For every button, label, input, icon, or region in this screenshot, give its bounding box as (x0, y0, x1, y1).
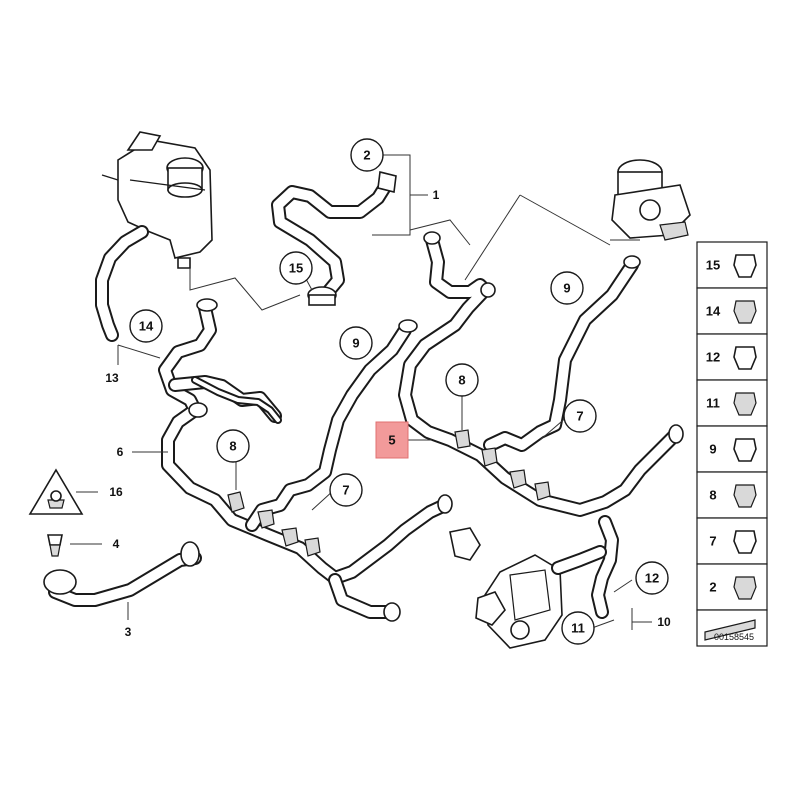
callout-14: 14 (129, 309, 163, 343)
callout-label: 10 (657, 615, 671, 629)
legend-label: 7 (709, 534, 716, 549)
callout-label: 8 (458, 373, 465, 388)
callout-label: 9 (563, 281, 570, 296)
callout-8: 8 (216, 429, 250, 463)
callout-circle (561, 611, 595, 645)
legend-box (696, 287, 768, 335)
callout-label: 13 (105, 371, 119, 385)
hose-assembly-6 (158, 298, 453, 622)
callout-5: 5 (375, 421, 409, 459)
callout-6: 6 (117, 445, 124, 459)
legend-label: 15 (706, 258, 720, 273)
callout-label: 1 (433, 188, 440, 202)
legend-part-icon (733, 300, 757, 324)
legend-part-icon (733, 530, 757, 554)
callout-9: 9 (550, 271, 584, 305)
legend-arrow-box (696, 609, 768, 647)
callout-label: 8 (229, 439, 236, 454)
parts-legend: 15 14 12 11 9 8 7 2 (696, 241, 768, 647)
legend-label: 8 (709, 488, 716, 503)
callout-label: 7 (576, 409, 583, 424)
thermostat-housing (611, 159, 691, 241)
callout-16: 16 (109, 485, 123, 499)
callout-label: 15 (289, 261, 303, 276)
hose-3 (43, 541, 202, 607)
callout-label: 6 (117, 445, 124, 459)
callout-7: 7 (563, 399, 597, 433)
diagram-id: 00158545 (714, 632, 754, 642)
legend-part-icon (733, 392, 757, 416)
callout-4: 4 (113, 537, 120, 551)
screw-4 (47, 534, 63, 557)
legend-cell-12: 12 (696, 333, 768, 381)
callout-circle (635, 561, 669, 595)
hose-13 (95, 225, 149, 342)
reference-lines (189, 194, 640, 311)
legend-cell-8: 8 (696, 471, 768, 519)
callout-label: 11 (571, 621, 585, 636)
callout-label: 3 (125, 625, 132, 639)
legend-part-icon (733, 254, 757, 278)
hose-assembly-5 (398, 231, 684, 517)
legend-part-icon (733, 576, 757, 600)
callout-circle (445, 363, 479, 397)
callout-circle (550, 271, 584, 305)
callout-circle (129, 309, 163, 343)
callout-label: 4 (113, 537, 120, 551)
legend-label: 11 (706, 396, 720, 411)
callout-2: 2 (350, 138, 384, 172)
callout-11: 11 (561, 611, 595, 645)
legend-label: 14 (706, 304, 721, 319)
hose-2 (271, 171, 397, 306)
legend-label: 12 (706, 350, 720, 365)
callout-circle (350, 138, 384, 172)
callout-13: 13 (105, 371, 119, 385)
legend-cell-9: 9 (696, 425, 768, 473)
legend-cell-2: 2 (696, 563, 768, 611)
bleed-line (191, 376, 282, 424)
legend-cell-11: 11 (696, 379, 768, 427)
arrow-icon (704, 619, 756, 641)
callout-circle (279, 251, 313, 285)
legend-cell-14: 14 (696, 287, 768, 335)
callout-3: 3 (125, 625, 132, 639)
legend-cell-7: 7 (696, 517, 768, 565)
callout-label: 9 (352, 336, 359, 351)
legend-part-icon (733, 438, 757, 462)
callout-circle (339, 326, 373, 360)
legend-label: 9 (709, 442, 716, 457)
expansion-tank (101, 131, 213, 269)
legend-cell-15: 15 (696, 241, 768, 289)
callout-circle (216, 429, 250, 463)
callout-9: 9 (339, 326, 373, 360)
callout-7: 7 (329, 473, 363, 507)
callout-12: 12 (635, 561, 669, 595)
callout-10: 10 (657, 615, 671, 629)
legend-part-icon (733, 484, 757, 508)
callout-15: 15 (279, 251, 313, 285)
callout-label: 7 (342, 483, 349, 498)
callout-8: 8 (445, 363, 479, 397)
callout-label: 16 (109, 485, 123, 499)
callout-circle (563, 399, 597, 433)
callout-label: 5 (388, 433, 395, 448)
callout-highlight (375, 421, 409, 459)
warning-symbol (28, 468, 84, 515)
legend-label: 2 (709, 580, 716, 595)
callout-label: 2 (363, 148, 370, 163)
leader-lines (70, 154, 652, 630)
callout-1: 1 (433, 188, 440, 202)
legend-part-icon (733, 346, 757, 370)
water-pump (449, 527, 563, 649)
callout-circle (329, 473, 363, 507)
hose-10 (551, 515, 619, 619)
callout-label: 12 (645, 571, 659, 586)
callout-label: 14 (139, 319, 154, 334)
